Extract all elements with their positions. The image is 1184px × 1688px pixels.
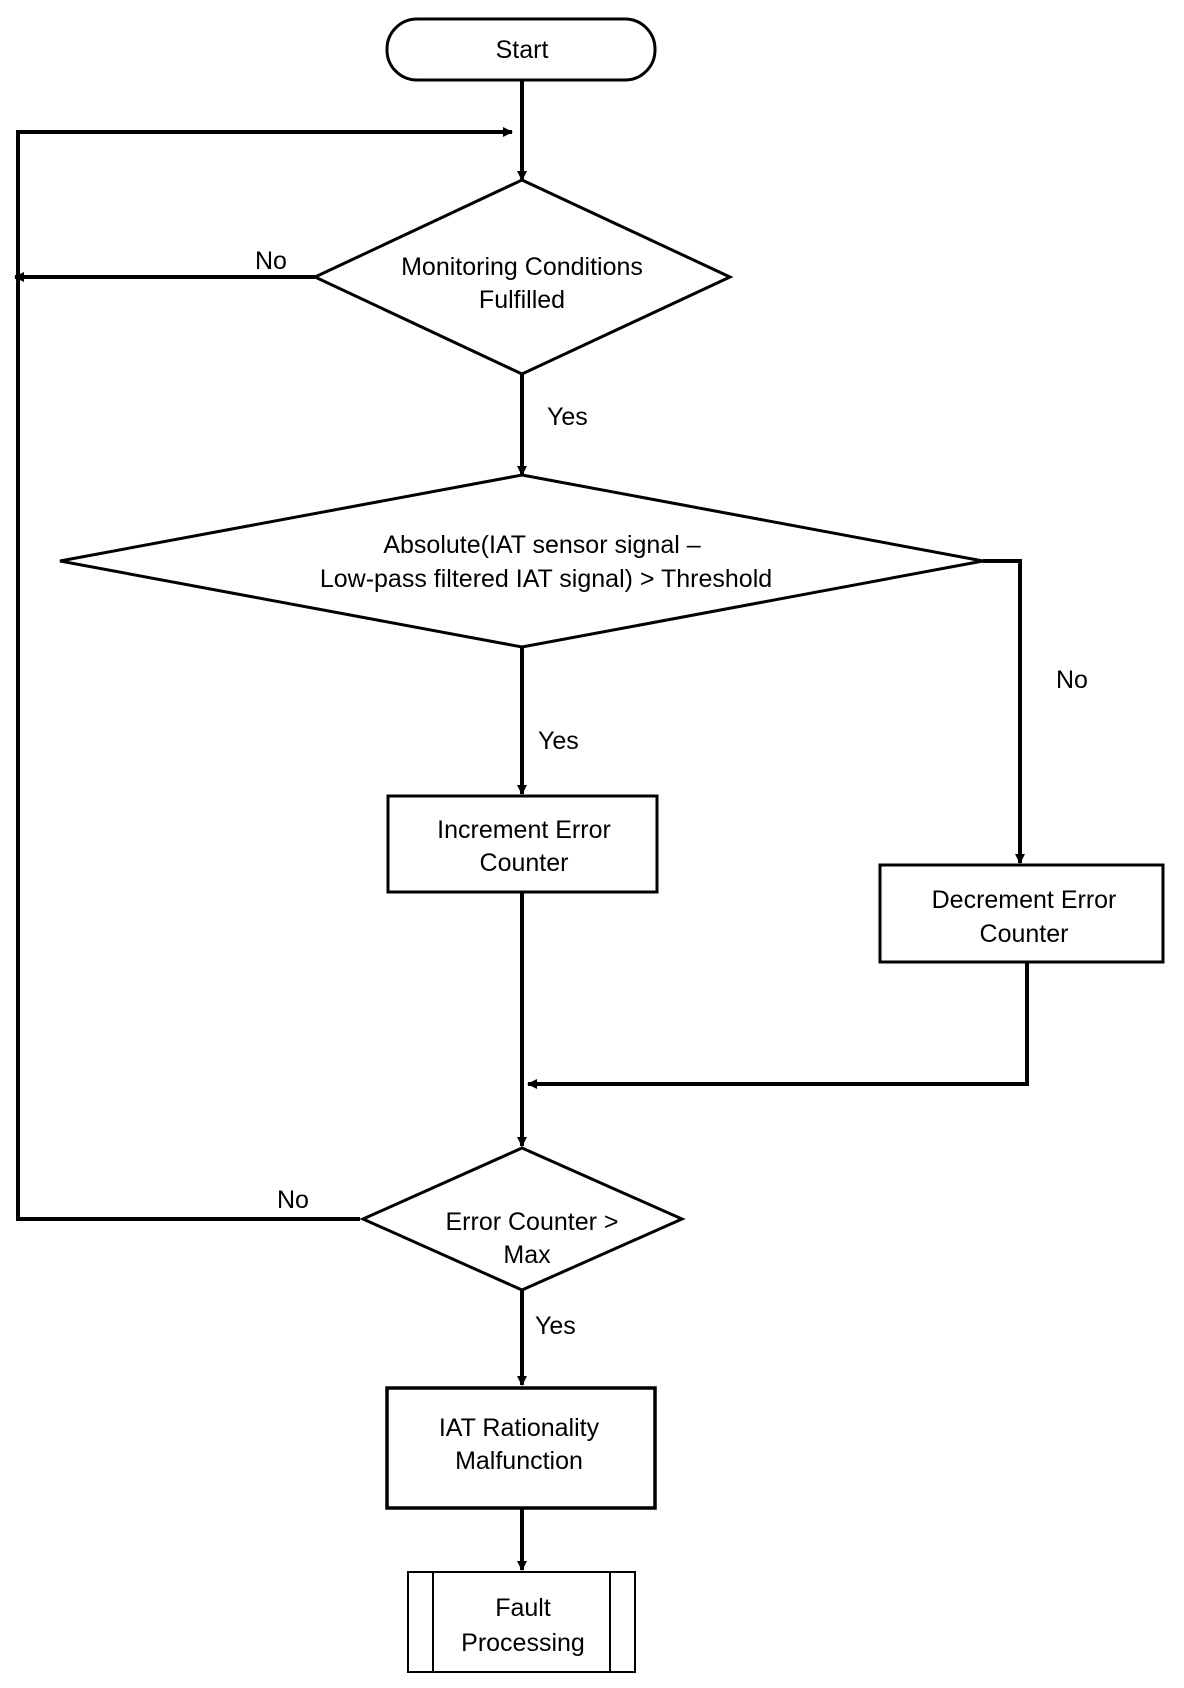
connectors	[14, 80, 1029, 1571]
edge-loop-return	[16, 127, 513, 1221]
absolute-decision: Absolute(IAT sensor signal – Low-pass fi…	[59, 473, 984, 649]
fault-label-line1: Fault	[495, 1594, 551, 1622]
edge-label-monitoring-no: No	[255, 247, 287, 275]
increment-process: Increment Error Counter	[386, 794, 659, 894]
edge-label-absolute-no: No	[1056, 666, 1088, 694]
absolute-label-line1: Absolute(IAT sensor signal –	[383, 531, 700, 559]
edge-decrement-to-merge	[527, 962, 1029, 1089]
start-label: Start	[496, 36, 549, 64]
decrement-label-line1: Decrement Error	[932, 886, 1117, 914]
edge-label-absolute-yes: Yes	[538, 727, 579, 755]
monitoring-decision: Monitoring Conditions Fulfilled	[311, 178, 734, 376]
increment-label-line1: Increment Error	[437, 816, 611, 844]
errorcheck-label-line1: Error Counter >	[446, 1208, 619, 1236]
edge-labels: No Yes Yes No No Yes	[255, 247, 1088, 1340]
errorcheck-decision: Error Counter > Max	[359, 1146, 686, 1292]
edge-label-monitoring-yes: Yes	[547, 403, 588, 431]
fault-predefined-process: Fault Processing	[407, 1571, 636, 1673]
decrement-label-line2: Counter	[980, 920, 1069, 948]
malfunction-label-line2: Malfunction	[455, 1447, 583, 1475]
errorcheck-label-line2: Max	[503, 1241, 551, 1269]
fault-label-line2: Processing	[461, 1629, 585, 1657]
edge-label-errorcheck-yes: Yes	[535, 1312, 576, 1340]
increment-label-line2: Counter	[480, 849, 569, 877]
absolute-label-line2: Low-pass filtered IAT signal) > Threshol…	[320, 565, 772, 593]
malfunction-label-line1: IAT Rationality	[439, 1414, 600, 1442]
monitoring-label-line2: Fulfilled	[479, 286, 565, 314]
malfunction-process: IAT Rationality Malfunction	[385, 1386, 657, 1510]
start-node: Start	[385, 17, 657, 82]
monitoring-label-line1: Monitoring Conditions	[401, 253, 643, 281]
decrement-process: Decrement Error Counter	[878, 863, 1165, 964]
edge-label-errorcheck-no: No	[277, 1186, 309, 1214]
edge-absolute-no	[983, 559, 1025, 864]
